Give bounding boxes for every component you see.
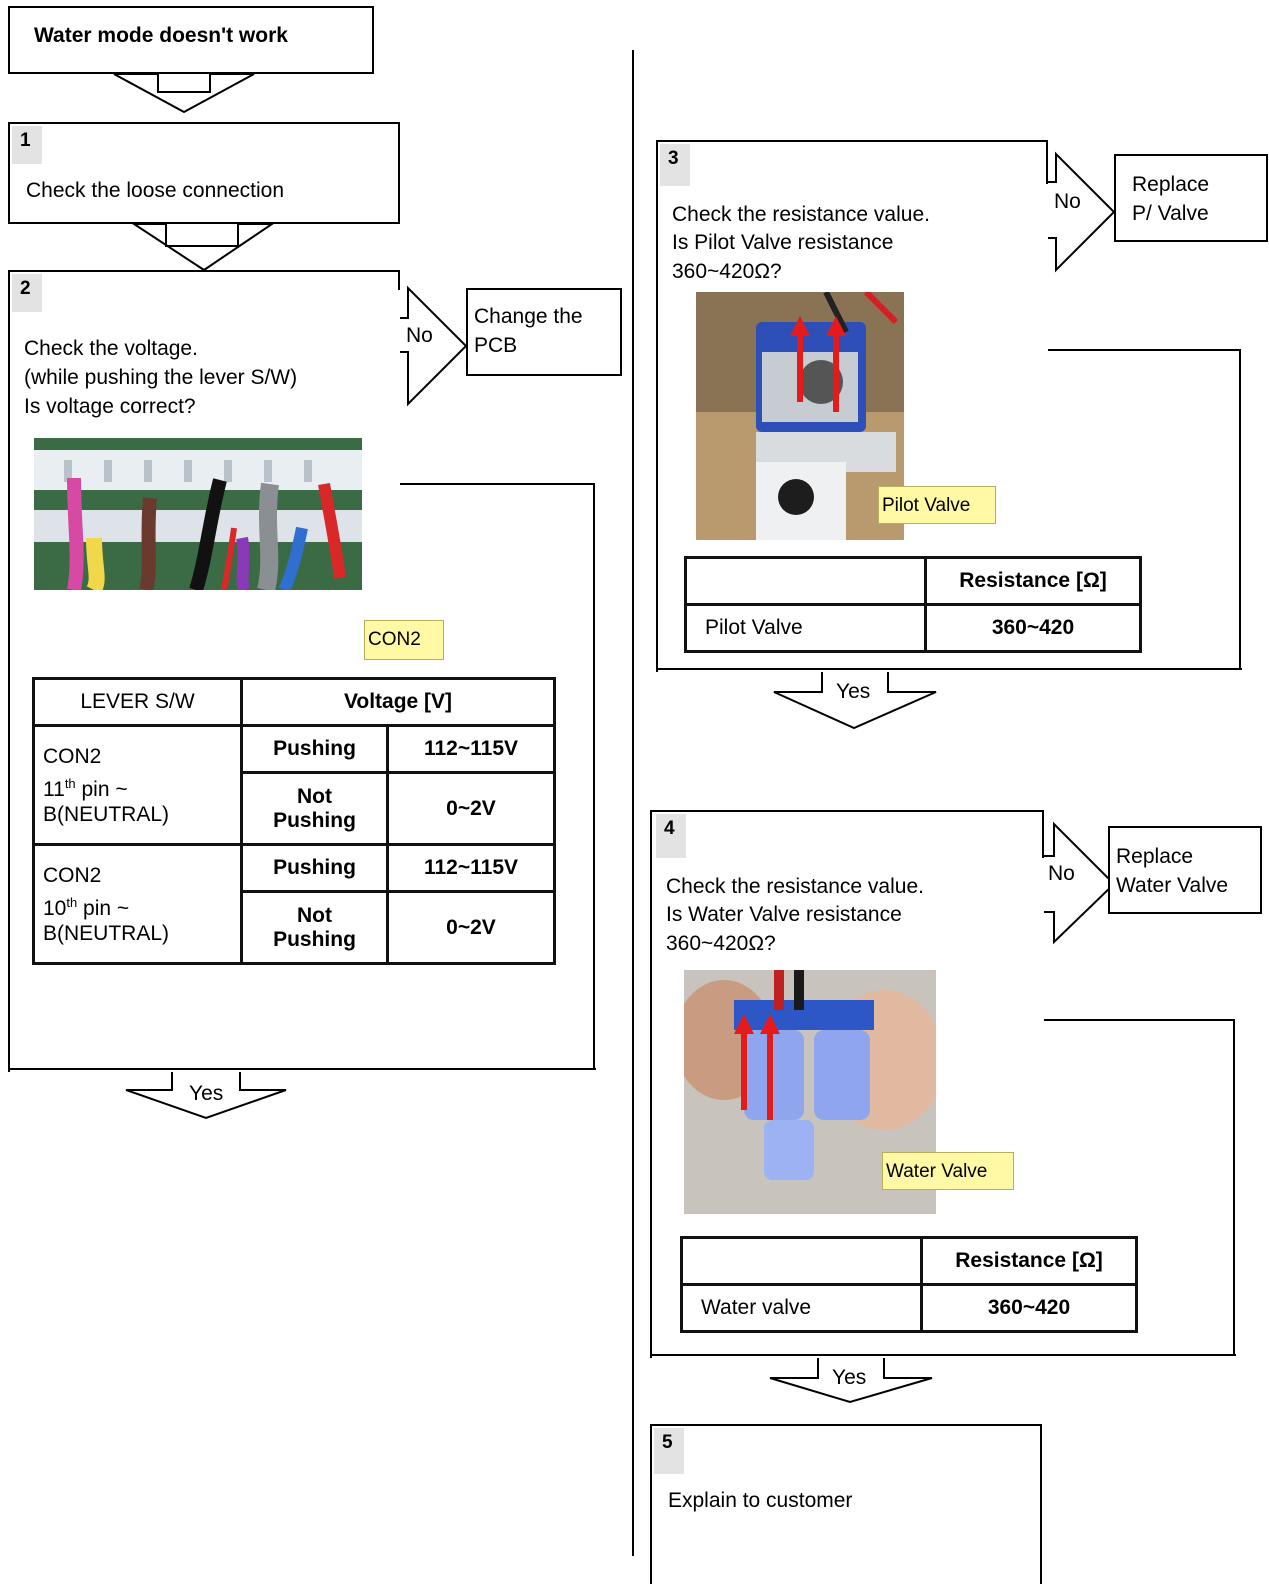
step-2-number: 2 — [12, 274, 42, 312]
voltage-table: LEVER S/W Voltage [V] CON2 11th pin ~ B(… — [32, 677, 556, 965]
step-5-number: 5 — [654, 1428, 684, 1474]
pilot-valve-photo — [696, 292, 904, 540]
water-resistance-table: Resistance [Ω] Water valve 360~420 — [680, 1236, 1138, 1333]
row-1-pin: 11th pin ~ — [43, 772, 232, 802]
row-2-pin-sup: th — [66, 895, 78, 910]
row-2-state-1: Pushing — [240, 843, 389, 893]
title-text: Water mode doesn't work — [34, 24, 288, 47]
pilot-table-corner — [684, 556, 927, 606]
row-1-pin-sup: th — [64, 776, 76, 791]
water-table-header: Resistance [Ω] — [920, 1236, 1138, 1286]
step-4-no-action-line-1: Replace — [1116, 845, 1194, 868]
yes-arrow-4 — [769, 1355, 933, 1404]
no-arrow-4 — [1041, 821, 1116, 945]
row-1-state-2a: Not — [297, 784, 332, 808]
pilot-table-value: 360~420 — [924, 603, 1142, 653]
step-3-yes-label: Yes — [836, 680, 871, 703]
row-2-pin: 10th pin ~ — [43, 891, 232, 921]
water-table-corner — [680, 1236, 923, 1286]
yes-arrow-3 — [773, 669, 937, 730]
row-1-pin-rest: pin ~ — [75, 778, 128, 801]
row-1-label: CON2 11th pin ~ B(NEUTRAL) — [32, 724, 243, 846]
step-4-yes-label: Yes — [832, 1366, 867, 1389]
down-arrow-1 — [113, 73, 255, 114]
water-valve-label: Water Valve — [882, 1152, 1014, 1190]
step-2-line-2: (while pushing the lever S/W) — [24, 366, 298, 389]
step-3-no-action-line-2: P/ Valve — [1132, 202, 1209, 225]
row-1-value-2: 0~2V — [386, 771, 556, 846]
step-4-number: 4 — [656, 814, 686, 858]
step-1-text: Check the loose connection — [26, 179, 284, 202]
step-3-line-2: Is Pilot Valve resistance — [672, 231, 894, 254]
step-1-box: 1 Check the loose connection — [8, 122, 400, 224]
step-3-no-action-box: Replace P/ Valve — [1114, 154, 1268, 242]
step-2-no-action-box: Change the PCB — [466, 288, 622, 376]
pilot-resistance-table: Resistance [Ω] Pilot Valve 360~420 — [684, 556, 1142, 653]
step-5-text: Explain to customer — [668, 1489, 853, 1512]
voltage-table-col2: Voltage [V] — [240, 677, 556, 727]
step-4-no-label: No — [1048, 862, 1075, 885]
row-1-value-1: 112~115V — [386, 724, 556, 774]
step-2-yes-label: Yes — [189, 1082, 224, 1105]
title-box: Water mode doesn't work — [8, 6, 374, 74]
step-5-box — [650, 1424, 1042, 1584]
row-2-name: CON2 — [43, 864, 102, 887]
row-2-neutral: B(NEUTRAL) — [43, 922, 170, 945]
step-2-no-label: No — [406, 324, 433, 347]
step-4-line-1: Check the resistance value. — [666, 875, 924, 898]
row-2-pin-num: 10 — [43, 897, 67, 920]
row-2-pin-rest: pin ~ — [77, 897, 130, 920]
step-1-number: 1 — [12, 126, 42, 164]
step-4-no-action-box: Replace Water Valve — [1108, 826, 1262, 914]
step-4-line-2: Is Water Valve resistance — [666, 903, 902, 926]
voltage-table-col1: LEVER S/W — [32, 677, 243, 727]
row-2-label: CON2 10th pin ~ B(NEUTRAL) — [32, 843, 243, 965]
con2-label: CON2 — [364, 620, 444, 660]
pilot-valve-label: Pilot Valve — [878, 486, 996, 524]
step-4-line-3: 360~420Ω? — [666, 932, 776, 955]
row-2-state-2b: Pushing — [273, 927, 356, 951]
step-3-no-label: No — [1054, 190, 1081, 213]
step-3-no-action-line-1: Replace — [1132, 173, 1210, 196]
row-1-state-2b: Pushing — [273, 808, 356, 832]
step-2-line-1: Check the voltage. — [24, 337, 198, 360]
row-1-neutral: B(NEUTRAL) — [43, 803, 170, 826]
yes-arrow-2 — [125, 1069, 287, 1120]
step-3-number: 3 — [660, 144, 690, 186]
connector-photo — [34, 438, 362, 590]
step-3-line-3: 360~420Ω? — [672, 260, 782, 283]
down-arrow-2 — [130, 223, 276, 272]
row-2-value-1: 112~115V — [386, 843, 556, 893]
no-arrow-3 — [1045, 151, 1116, 273]
row-1-state-1: Pushing — [240, 724, 389, 774]
step-4-no-action-line-2: Water Valve — [1116, 874, 1229, 897]
pilot-table-row-label: Pilot Valve — [684, 603, 927, 653]
row-1-pin-num: 11 — [43, 778, 65, 801]
water-table-value: 360~420 — [920, 1283, 1138, 1333]
row-2-value-2: 0~2V — [386, 890, 556, 965]
step-2-no-action-line-1: Change the — [474, 305, 583, 328]
row-1-name: CON2 — [43, 745, 102, 768]
row-2-state-2a: Not — [297, 903, 332, 927]
step-3-line-1: Check the resistance value. — [672, 203, 930, 226]
step-2-no-action-line-2: PCB — [474, 334, 518, 357]
no-arrow-2 — [397, 285, 468, 407]
step-2-line-3: Is voltage correct? — [24, 395, 196, 418]
water-table-row-label: Water valve — [680, 1283, 923, 1333]
pilot-table-header: Resistance [Ω] — [924, 556, 1142, 606]
